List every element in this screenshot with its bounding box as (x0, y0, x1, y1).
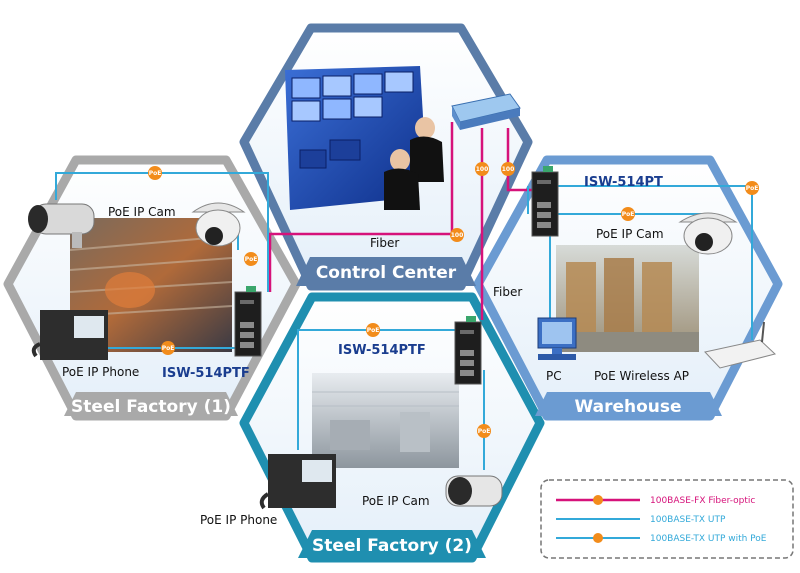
bullet-camera-icon (28, 203, 95, 248)
poe-badge: PoE (366, 323, 380, 337)
steel-factory-2-title: Steel Factory (2) (312, 536, 472, 556)
dome-camera-wh-icon (678, 212, 738, 255)
legend-utp-poe: 100BASE-TX UTP with PoE (556, 533, 767, 544)
sf1-cam-label: PoE IP Cam (108, 205, 176, 219)
fiber-links (268, 122, 532, 320)
svg-text:PoE: PoE (622, 211, 635, 218)
svg-text:100: 100 (502, 166, 515, 173)
ip-phone-icon (31, 310, 108, 360)
poe-badge: PoE (148, 166, 162, 180)
banner-steel-factory-2: Steel Factory (2) (298, 530, 486, 558)
fiber-badge: 100 (450, 228, 464, 242)
poe-badges: PoE PoE PoE PoE PoE PoE PoE (148, 166, 759, 438)
banner-warehouse: Warehouse (535, 392, 722, 417)
legend-utp: 100BASE-TX UTP (556, 515, 726, 525)
control-center-title: Control Center (316, 263, 457, 283)
sf2-phone-label: PoE IP Phone (200, 513, 277, 527)
wireless-ap-icon (704, 321, 777, 369)
warehouse-photo (556, 245, 699, 352)
fiber-label-right: Fiber (493, 285, 522, 299)
svg-text:PoE: PoE (162, 345, 175, 352)
switch-isw-514ptf-sf1 (234, 286, 262, 357)
legend-utp-label: 100BASE-TX UTP (650, 515, 726, 525)
fiber-badge: 100 (475, 162, 489, 176)
svg-text:PoE: PoE (367, 327, 380, 334)
banner-control-center: Control Center (296, 257, 476, 286)
sf2-switch-label: ISW-514PTF (338, 343, 426, 358)
dome-camera-icon (191, 202, 246, 247)
poe-badge: PoE (244, 252, 258, 266)
poe-badge: PoE (477, 424, 491, 438)
wh-pc-label: PC (546, 369, 562, 383)
svg-text:PoE: PoE (746, 185, 759, 192)
fiber-100-badges: 100 100 100 (450, 162, 515, 242)
poe-badge: PoE (745, 181, 759, 195)
svg-text:PoE: PoE (245, 256, 258, 263)
pc-icon (537, 317, 577, 360)
poe-badge: PoE (621, 207, 635, 221)
wh-switch-label: ISW-514PT (584, 175, 663, 190)
warehouse-title: Warehouse (574, 397, 681, 417)
legend-fiber-label: 100BASE-FX Fiber-optic (650, 496, 755, 506)
sf1-switch-label: ISW-514PTF (162, 366, 250, 381)
switch-control-center (451, 93, 521, 130)
steel-factory-1-title: Steel Factory (1) (71, 397, 231, 417)
bullet-camera-sf2-icon (445, 475, 503, 507)
poe-badge: PoE (161, 341, 175, 355)
switch-isw-514ptf-sf2 (454, 316, 482, 385)
sf2-cam-label: PoE IP Cam (362, 494, 430, 508)
control-room-photo (285, 66, 444, 210)
wh-cam-label: PoE IP Cam (596, 227, 664, 241)
svg-text:PoE: PoE (149, 170, 162, 177)
fiber-badge: 100 (501, 162, 515, 176)
fiber-label-top: Fiber (370, 236, 399, 250)
banner-steel-factory-1: Steel Factory (1) (64, 392, 238, 417)
svg-text:PoE: PoE (478, 428, 491, 435)
sf1-phone-label: PoE IP Phone (62, 365, 139, 379)
wh-ap-label: PoE Wireless AP (594, 369, 689, 383)
factory-interior-photo (312, 373, 459, 468)
legend-fiber: 100BASE-FX Fiber-optic (556, 495, 755, 506)
legend-utp-poe-label: 100BASE-TX UTP with PoE (650, 534, 767, 544)
ip-phone-sf2-icon (259, 454, 336, 510)
svg-text:100: 100 (476, 166, 489, 173)
switch-isw-514pt-wh (531, 166, 559, 237)
legend: 100BASE-FX Fiber-optic 100BASE-TX UTP 10… (540, 479, 794, 559)
svg-text:100: 100 (451, 232, 464, 239)
